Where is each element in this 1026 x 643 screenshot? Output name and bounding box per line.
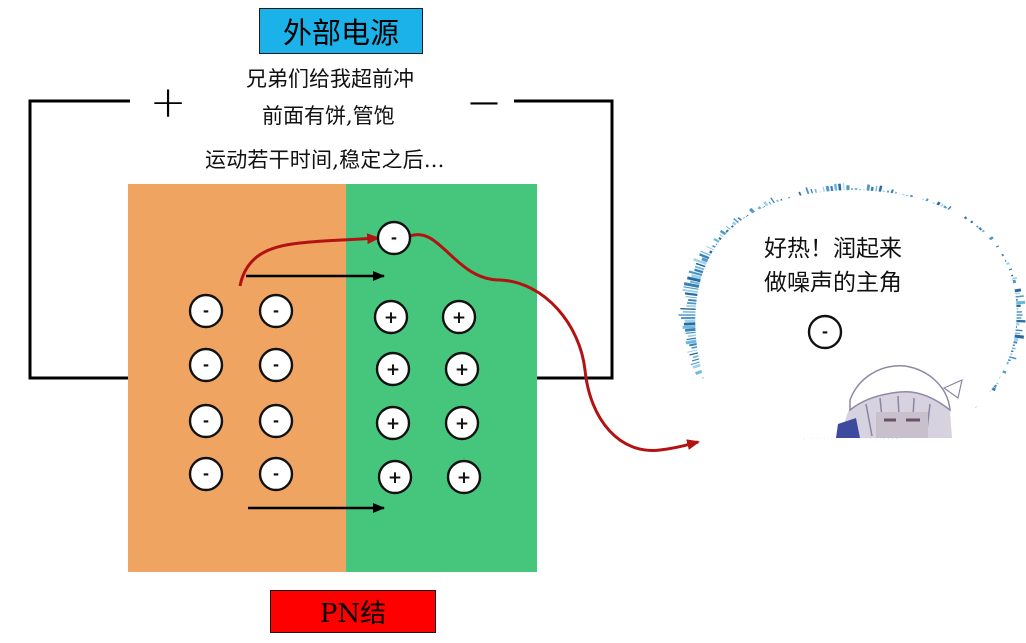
negative-charge: -	[258, 347, 294, 383]
svg-text:-: -	[391, 229, 397, 247]
svg-text:+: +	[386, 414, 400, 434]
positive-charge: +	[377, 459, 413, 495]
negative-charge: -	[188, 347, 224, 383]
positive-charge: +	[441, 299, 477, 335]
svg-text:+: +	[386, 360, 400, 380]
speech-line-1: 好热！润起来	[764, 236, 902, 262]
pn-junction-label: PN结	[270, 590, 436, 633]
negative-charge: -	[258, 456, 294, 492]
negative-charge: -	[258, 403, 294, 439]
svg-text:-: -	[273, 356, 279, 374]
svg-text:-: -	[203, 412, 209, 430]
power-source-label: 外部电源	[259, 8, 423, 54]
speech-electron: -	[807, 314, 843, 350]
svg-text:+: +	[384, 308, 398, 328]
positive-charge: +	[373, 299, 409, 335]
negative-charge: -	[188, 403, 224, 439]
caption-line-2: 前面有饼,管饱	[262, 104, 395, 128]
svg-text:-: -	[273, 412, 279, 430]
negative-charge: -	[258, 293, 294, 329]
positive-charge: +	[375, 405, 411, 441]
svg-text:+: +	[455, 360, 469, 380]
negative-charge: -	[188, 456, 224, 492]
speech-bubble	[678, 182, 1026, 440]
svg-text:-: -	[203, 356, 209, 374]
svg-text:-: -	[822, 323, 828, 341]
svg-text:-: -	[273, 465, 279, 483]
positive-charge: +	[375, 351, 411, 387]
positive-charge: +	[444, 405, 480, 441]
character-illustration	[836, 365, 963, 439]
svg-text:+: +	[452, 308, 466, 328]
svg-text:-: -	[203, 465, 209, 483]
speech-text: 好热！润起来 做噪声的主角	[738, 232, 928, 300]
escaping-electron: -	[376, 220, 412, 256]
positive-charge: +	[444, 351, 480, 387]
svg-text:+: +	[388, 468, 402, 488]
electron-path-escape	[409, 233, 701, 452]
negative-charge: -	[188, 293, 224, 329]
electron-path-injection	[238, 233, 381, 287]
caption-line-3: 运动若干时间,稳定之后...	[205, 148, 445, 172]
circuit-wire	[28, 99, 614, 380]
svg-text:+: +	[455, 414, 469, 434]
speech-line-2: 做噪声的主角	[764, 270, 902, 296]
caption-line-1: 兄弟们给我超前冲	[246, 67, 414, 91]
n-region	[346, 184, 537, 572]
positive-terminal-symbol: +	[150, 77, 187, 128]
svg-text:-: -	[203, 302, 209, 320]
svg-text:-: -	[273, 302, 279, 320]
positive-charge: +	[446, 459, 482, 495]
svg-text:+: +	[457, 468, 471, 488]
negative-terminal-symbol: —	[469, 85, 499, 120]
